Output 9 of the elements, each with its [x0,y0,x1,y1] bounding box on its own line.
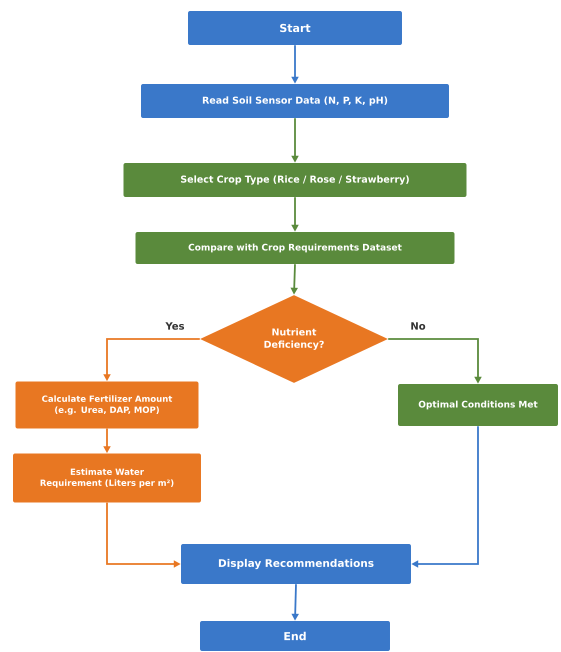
process-box: Select Crop Type (Rice / Rose / Strawberry) [124,163,466,197]
process-box: Start [188,11,402,45]
process-box: Estimate Water Requirement (Liters per m²) [13,454,201,502]
process-box: Read Soil Sensor Data (N, P, K, pH) [141,84,449,118]
process-box: End [200,621,390,651]
process-box: Optimal Conditions Met [398,384,558,426]
process-box: Compare with Crop Requirements Dataset [136,232,454,264]
process-box: Calculate Fertilizer Amount (e.g. Urea, DAP, MOP) [16,382,198,428]
process-box: Display Recommendations [181,544,411,584]
